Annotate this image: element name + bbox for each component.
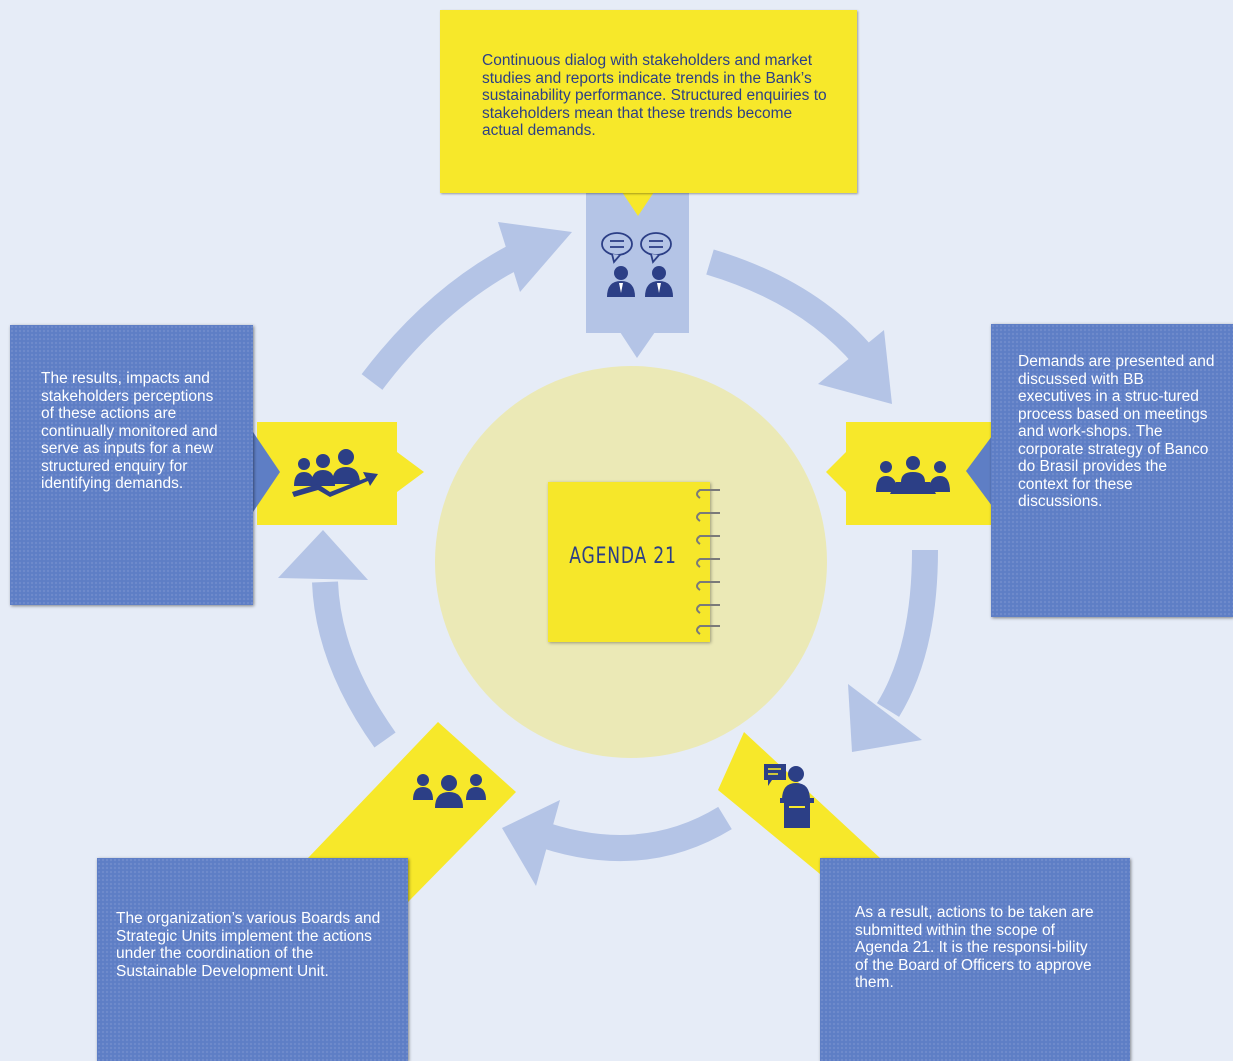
arrow-left-lower-to-upper: [312, 581, 396, 748]
step-bottom-left-text: The organization’s various Boards and St…: [116, 910, 381, 980]
step-right-text: Demands are presented and discussed with…: [1018, 353, 1215, 510]
bottom-left-icon-tab: [308, 722, 516, 902]
spiral-binding-icon: [696, 489, 720, 635]
step-bottom-right-box: As a result, actions to be taken are sub…: [820, 858, 1130, 1061]
step-bottom-right-text: As a result, actions to be taken are sub…: [855, 904, 1094, 991]
meeting-table-icon: [876, 456, 950, 494]
step-left-box: The results, impacts and stakeholders pe…: [10, 325, 253, 605]
arrowhead-top-right: [818, 330, 892, 404]
step-right-box: Demands are presented and discussed with…: [991, 324, 1233, 617]
step-bottom-left-box: The organization’s various Boards and St…: [97, 858, 408, 1061]
arrow-bottom-to-left: [530, 806, 732, 861]
step-top-text: Continuous dialog with stakeholders and …: [482, 52, 827, 139]
people-pair-icon: [607, 266, 673, 297]
left-box-pointer: [253, 432, 280, 512]
arrowhead-bottom-left: [502, 800, 560, 886]
arrowhead-top-left: [498, 222, 572, 292]
step-top-box: Continuous dialog with stakeholders and …: [440, 10, 857, 193]
monitoring-team-icon: [292, 449, 378, 497]
center-title: AGENDA 21: [569, 544, 677, 569]
cycle-arrows: [278, 222, 938, 886]
arrowhead-left: [278, 530, 368, 580]
agenda-notebook: AGENDA 21: [548, 482, 720, 642]
speaker-podium-icon: [764, 764, 814, 828]
team-group-icon: [413, 774, 486, 808]
stakeholders-dialog-icon: [601, 232, 672, 264]
arrow-left-to-top: [361, 238, 534, 390]
top-box-pointer: [622, 192, 654, 216]
arrowhead-bottom-right: [848, 684, 922, 752]
arrow-top-to-right: [706, 249, 875, 367]
step-left-text: The results, impacts and stakeholders pe…: [41, 370, 218, 492]
arrow-right-to-bottom: [876, 549, 938, 717]
right-box-pointer: [966, 436, 992, 506]
